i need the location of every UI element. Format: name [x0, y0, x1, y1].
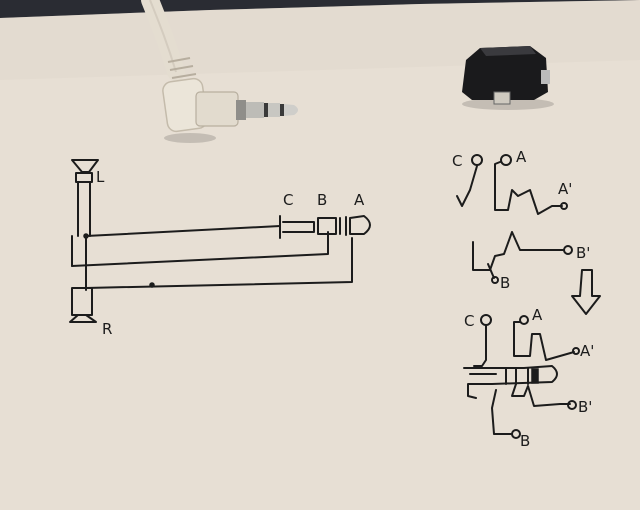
label-plug-b: B	[317, 191, 327, 209]
label-combined-b-prime: B'	[578, 398, 592, 416]
label-left-speaker: L	[96, 168, 105, 186]
label-jack-b-prime: B'	[576, 244, 590, 262]
jack-pin-sketch	[456, 154, 601, 315]
label-combined-a: A	[532, 306, 543, 324]
plug-wiring-sketch	[69, 159, 371, 323]
combined-jack-sketch	[463, 314, 580, 439]
label-plug-c: C	[283, 191, 293, 209]
label-right-speaker: R	[102, 320, 112, 338]
label-combined-a-prime: A'	[580, 342, 594, 360]
label-jack-b: B	[500, 274, 510, 292]
label-plug-a: A	[354, 191, 365, 209]
label-combined-b: B	[520, 432, 530, 450]
label-jack-a: A	[516, 148, 527, 166]
label-jack-a-prime: A'	[558, 180, 572, 198]
headphone-jack-component	[462, 46, 554, 110]
label-jack-c: C	[452, 152, 462, 170]
audio-plug-cable	[141, 0, 298, 143]
label-combined-c: C	[464, 312, 474, 330]
